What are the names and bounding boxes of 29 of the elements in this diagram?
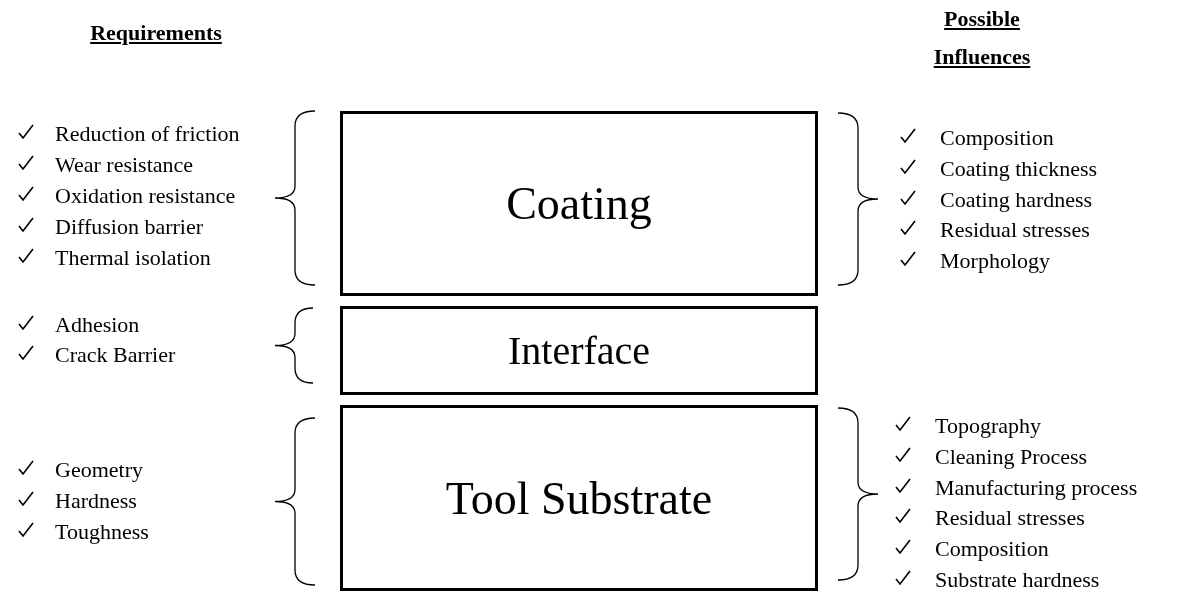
list-item: Substrate hardness [935, 567, 1100, 593]
list-item: Morphology [940, 248, 1050, 275]
list-item: Cleaning Process [935, 443, 1088, 470]
layer-label: Coating [506, 177, 652, 230]
list-item: Hardness [55, 488, 137, 514]
layer-box [340, 405, 818, 591]
list-item: Reduction of friction [55, 121, 240, 147]
list-item: Toughness [55, 519, 149, 545]
list-item: Coating thickness [940, 155, 1098, 182]
list-item: Manufacturing process [935, 474, 1138, 501]
list-item: Composition [940, 125, 1054, 151]
layer-label: Interface [507, 327, 651, 374]
list-item: Diffusion barrier [55, 214, 204, 240]
list-item: Oxidation resistance [55, 183, 236, 209]
list-item: Thermal isolation [55, 245, 211, 271]
layer-box [340, 111, 818, 296]
list-item: Residual stresses [940, 217, 1090, 244]
column-heading: Possible Influences [932, 5, 1032, 71]
list-item: Adhesion [55, 312, 140, 338]
layer-label: Tool Substrate [445, 471, 713, 525]
list-item: Composition [935, 536, 1049, 563]
list-item: Coating hardness [940, 186, 1093, 213]
list-item: Crack Barrier [55, 342, 176, 368]
column-heading: Requirements [89, 19, 223, 47]
list-item: Topography [935, 413, 1041, 439]
list-item: Wear resistance [55, 152, 194, 178]
list-item: Geometry [55, 457, 143, 483]
list-item: Residual stresses [935, 505, 1085, 532]
layer-box [340, 306, 818, 395]
